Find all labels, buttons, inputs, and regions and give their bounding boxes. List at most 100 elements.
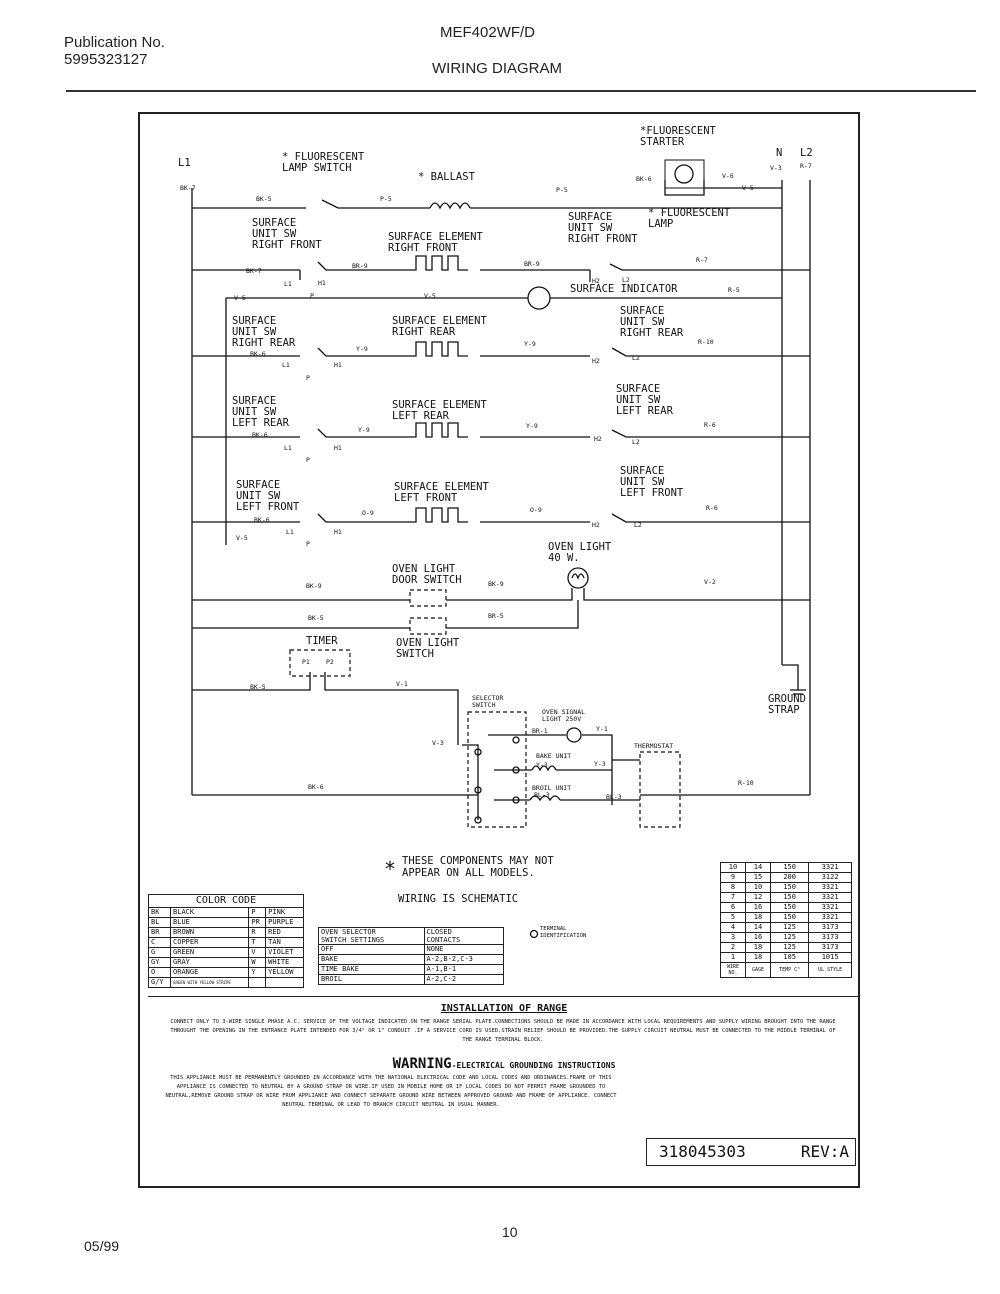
color-code-cell: W xyxy=(248,957,267,968)
installation-title: INSTALLATION OF RANGE xyxy=(440,1003,568,1014)
selector-cell: A-2,C-2 xyxy=(423,974,505,985)
label-wire_labels-v5: V-5 xyxy=(742,184,754,192)
broil-unit-coil xyxy=(529,795,561,802)
wire-cell: 3122 xyxy=(808,872,852,883)
wire-footer-cell: UL STYLE xyxy=(808,962,852,978)
label-components-broil_unit: BROIL UNIT xyxy=(532,784,571,792)
color-code-cell: G/Y xyxy=(147,977,172,988)
wire-footer-cell: TEMP C° xyxy=(770,962,810,978)
label-components-bake_unit: BAKE UNIT xyxy=(536,752,571,760)
wire-cell: 16 xyxy=(745,932,772,943)
wire-cell: 2 xyxy=(719,942,747,953)
color-code-cell: GREEN xyxy=(170,947,250,958)
label-wire_labels-br9: BR-9 xyxy=(352,262,368,270)
selector-cell: BROIL xyxy=(318,974,425,985)
wire-cell: 10 xyxy=(719,862,747,873)
label-wire_labels-bk5: BK-5 xyxy=(308,614,324,622)
part-number-box: 318045303 REV:A xyxy=(646,1138,856,1166)
wire-cell: 16 xyxy=(745,902,772,913)
wire-cell: 1015 xyxy=(808,952,852,963)
label-terminals-l1: L1 xyxy=(282,361,290,369)
color-code-cell: PURPLE xyxy=(265,917,304,928)
publication-number: 5995323127 xyxy=(64,51,148,68)
door-switch xyxy=(409,589,447,607)
warning-title: WARNING-ELECTRICAL GROUNDING INSTRUCTION… xyxy=(148,1053,860,1072)
page-title: WIRING DIAGRAM xyxy=(432,60,562,77)
wire-cell: 15 xyxy=(745,872,772,883)
label-terminals-l2: L2 xyxy=(632,438,640,446)
color-code-cell: V xyxy=(248,947,267,958)
label-wire_labels-bk7: BK-7 xyxy=(180,184,196,192)
wire-cell: 125 xyxy=(770,932,810,943)
label-terminals-h1: H1 xyxy=(318,279,326,287)
wire-cell: 5 xyxy=(719,912,747,923)
color-code-cell xyxy=(265,977,304,988)
selector-cell: A-2,B-2,C-3 xyxy=(423,954,505,965)
label-wire_labels-br1: BR-1 xyxy=(532,727,548,735)
label-wire_labels-p5: P-5 xyxy=(380,195,392,203)
label-components-timer: TIMER xyxy=(306,635,338,647)
color-code-cell: COPPER xyxy=(170,937,250,948)
label-wire_labels-v3: V-3 xyxy=(432,739,444,747)
wire-cell: 10 xyxy=(745,882,772,893)
label-terminals-p: P xyxy=(310,292,314,300)
wire-cell: 3173 xyxy=(808,922,852,933)
color-code-cell: BLUE xyxy=(170,917,250,928)
label-wire_labels-r6: R-6 xyxy=(704,421,716,429)
wire-cell: 4 xyxy=(719,922,747,933)
terminal-symbol xyxy=(529,929,539,939)
label-wire_labels-bk6: BK-6 xyxy=(254,516,270,524)
label-wire_labels-v1: V-1 xyxy=(396,680,408,688)
wire-cell: 125 xyxy=(770,922,810,933)
label-terminals-p: P xyxy=(306,374,310,382)
selector-cell: NONE xyxy=(423,944,505,955)
wire-cell: 18 xyxy=(745,952,772,963)
color-code-cell: R xyxy=(248,927,267,938)
label-wire_labels-bk7: BK-7 xyxy=(246,267,262,275)
color-code-cell: P xyxy=(248,907,267,918)
label-components-ballast: * BALLAST xyxy=(418,171,476,183)
ballast-coil xyxy=(429,202,471,210)
label-terminals-p1: P1 xyxy=(302,658,310,666)
color-code-cell: BROWN xyxy=(170,927,250,938)
label-terminals-l1: L1 xyxy=(284,444,292,452)
label-wire_labels-y1: Y-1 xyxy=(596,725,608,733)
label-wire_labels-r10: R-10 xyxy=(738,779,754,787)
wire-cell: 150 xyxy=(770,882,810,893)
footer-page-number: 10 xyxy=(502,1224,518,1240)
publication-label: Publication No. xyxy=(64,34,165,51)
element-right-rear xyxy=(410,341,468,357)
label-terminals-l2: L2 xyxy=(632,354,640,362)
wire-cell: 8 xyxy=(719,882,747,893)
label-wire_labels-bk6: BK-6 xyxy=(250,350,266,358)
diagram-frame xyxy=(138,112,860,1188)
wire-cell: 150 xyxy=(770,862,810,873)
label-wire_labels-br5: BR-5 xyxy=(488,612,504,620)
label-wire_labels-r7: R-7 xyxy=(696,256,708,264)
wire-cell: 9 xyxy=(719,872,747,883)
color-code-cell xyxy=(248,977,267,988)
wire-cell: 6 xyxy=(719,902,747,913)
label-wire_labels-v3: V-3 xyxy=(770,164,782,172)
label-wire_labels-bk6: BK-6 xyxy=(252,431,268,439)
starter-box xyxy=(664,159,705,189)
label-wire_labels-bk5: BK-5 xyxy=(250,683,266,691)
color-code-cell: Y xyxy=(248,967,267,978)
warning-text: THIS APPLIANCE MUST BE PERMANENTLY GROUN… xyxy=(165,1075,617,1108)
